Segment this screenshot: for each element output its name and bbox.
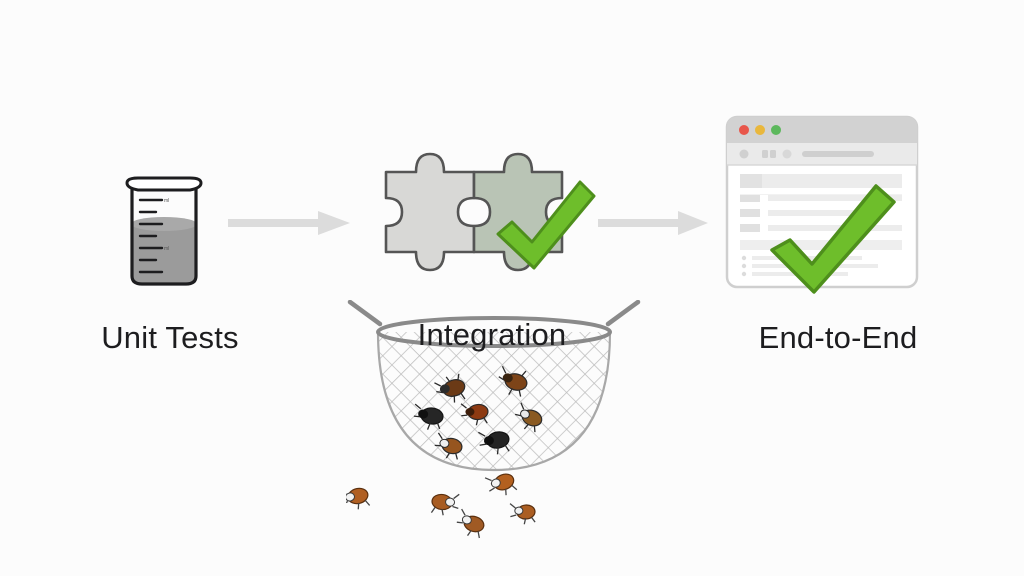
check-mark-icon — [770, 184, 896, 294]
stage-label-integration: Integration — [417, 317, 567, 352]
beaker-icon: ml ml — [118, 172, 210, 290]
right-arrow-icon — [228, 205, 350, 241]
bug-icon — [413, 365, 543, 460]
stage-label-end-to-end: End-to-End — [758, 320, 918, 355]
check-mark-icon — [496, 180, 596, 270]
minimize-dot — [755, 125, 765, 135]
back-icon — [739, 149, 749, 159]
stage-label-unit-tests: Unit Tests — [101, 320, 239, 355]
reload-icon — [782, 149, 792, 159]
right-arrow-icon — [598, 205, 708, 241]
svg-text:ml: ml — [164, 246, 169, 252]
puzzle-pieces-icon — [372, 134, 600, 306]
catch-net-icon — [339, 299, 642, 550]
puzzle-piece-left — [384, 152, 476, 272]
forward-icon — [762, 150, 768, 158]
browser-window-icon — [724, 114, 922, 300]
address-bar — [802, 151, 874, 157]
svg-text:ml: ml — [164, 198, 169, 204]
close-dot — [739, 125, 749, 135]
falling-bug-icon — [339, 473, 536, 539]
maximize-dot — [771, 125, 781, 135]
